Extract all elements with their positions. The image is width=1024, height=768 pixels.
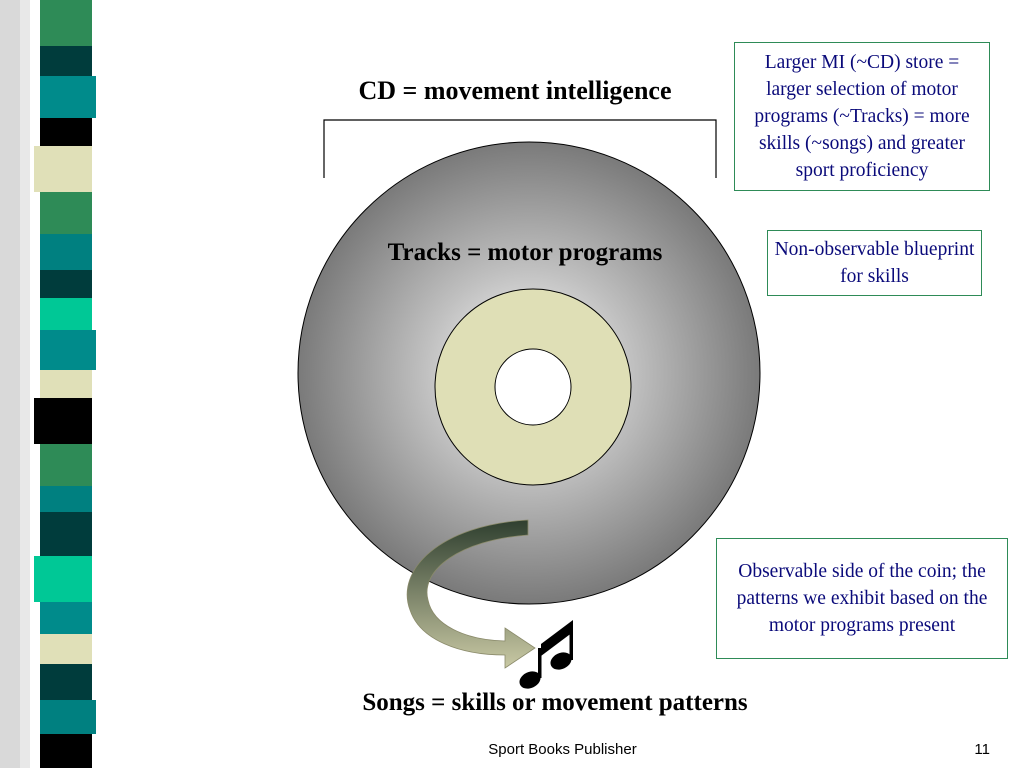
note-observable-text: Observable side of the coin; the pattern… — [736, 561, 988, 636]
footer-publisher: Sport Books Publisher — [488, 741, 637, 758]
bracket-line — [323, 119, 717, 178]
note-larger-mi-text: Larger MI (~CD) store = larger selection… — [754, 52, 970, 181]
tracks-label: Tracks = motor programs — [387, 239, 663, 266]
page-number: 11 — [974, 741, 990, 758]
songs-label: Songs = skills or movement patterns — [362, 689, 748, 716]
cd-disc-icon — [297, 141, 761, 605]
note-box-non-observable: Non-observable blueprint for skills — [767, 230, 982, 296]
note-box-larger-mi: Larger MI (~CD) store = larger selection… — [734, 42, 990, 191]
curved-arrow-icon — [406, 519, 536, 669]
decorative-stripe-bar — [0, 0, 120, 768]
slide-title: CD = movement intelligence — [358, 76, 672, 105]
note-box-observable: Observable side of the coin; the pattern… — [716, 538, 1008, 659]
music-note-icon — [519, 620, 573, 689]
note-non-observable-text: Non-observable blueprint for skills — [774, 239, 975, 287]
